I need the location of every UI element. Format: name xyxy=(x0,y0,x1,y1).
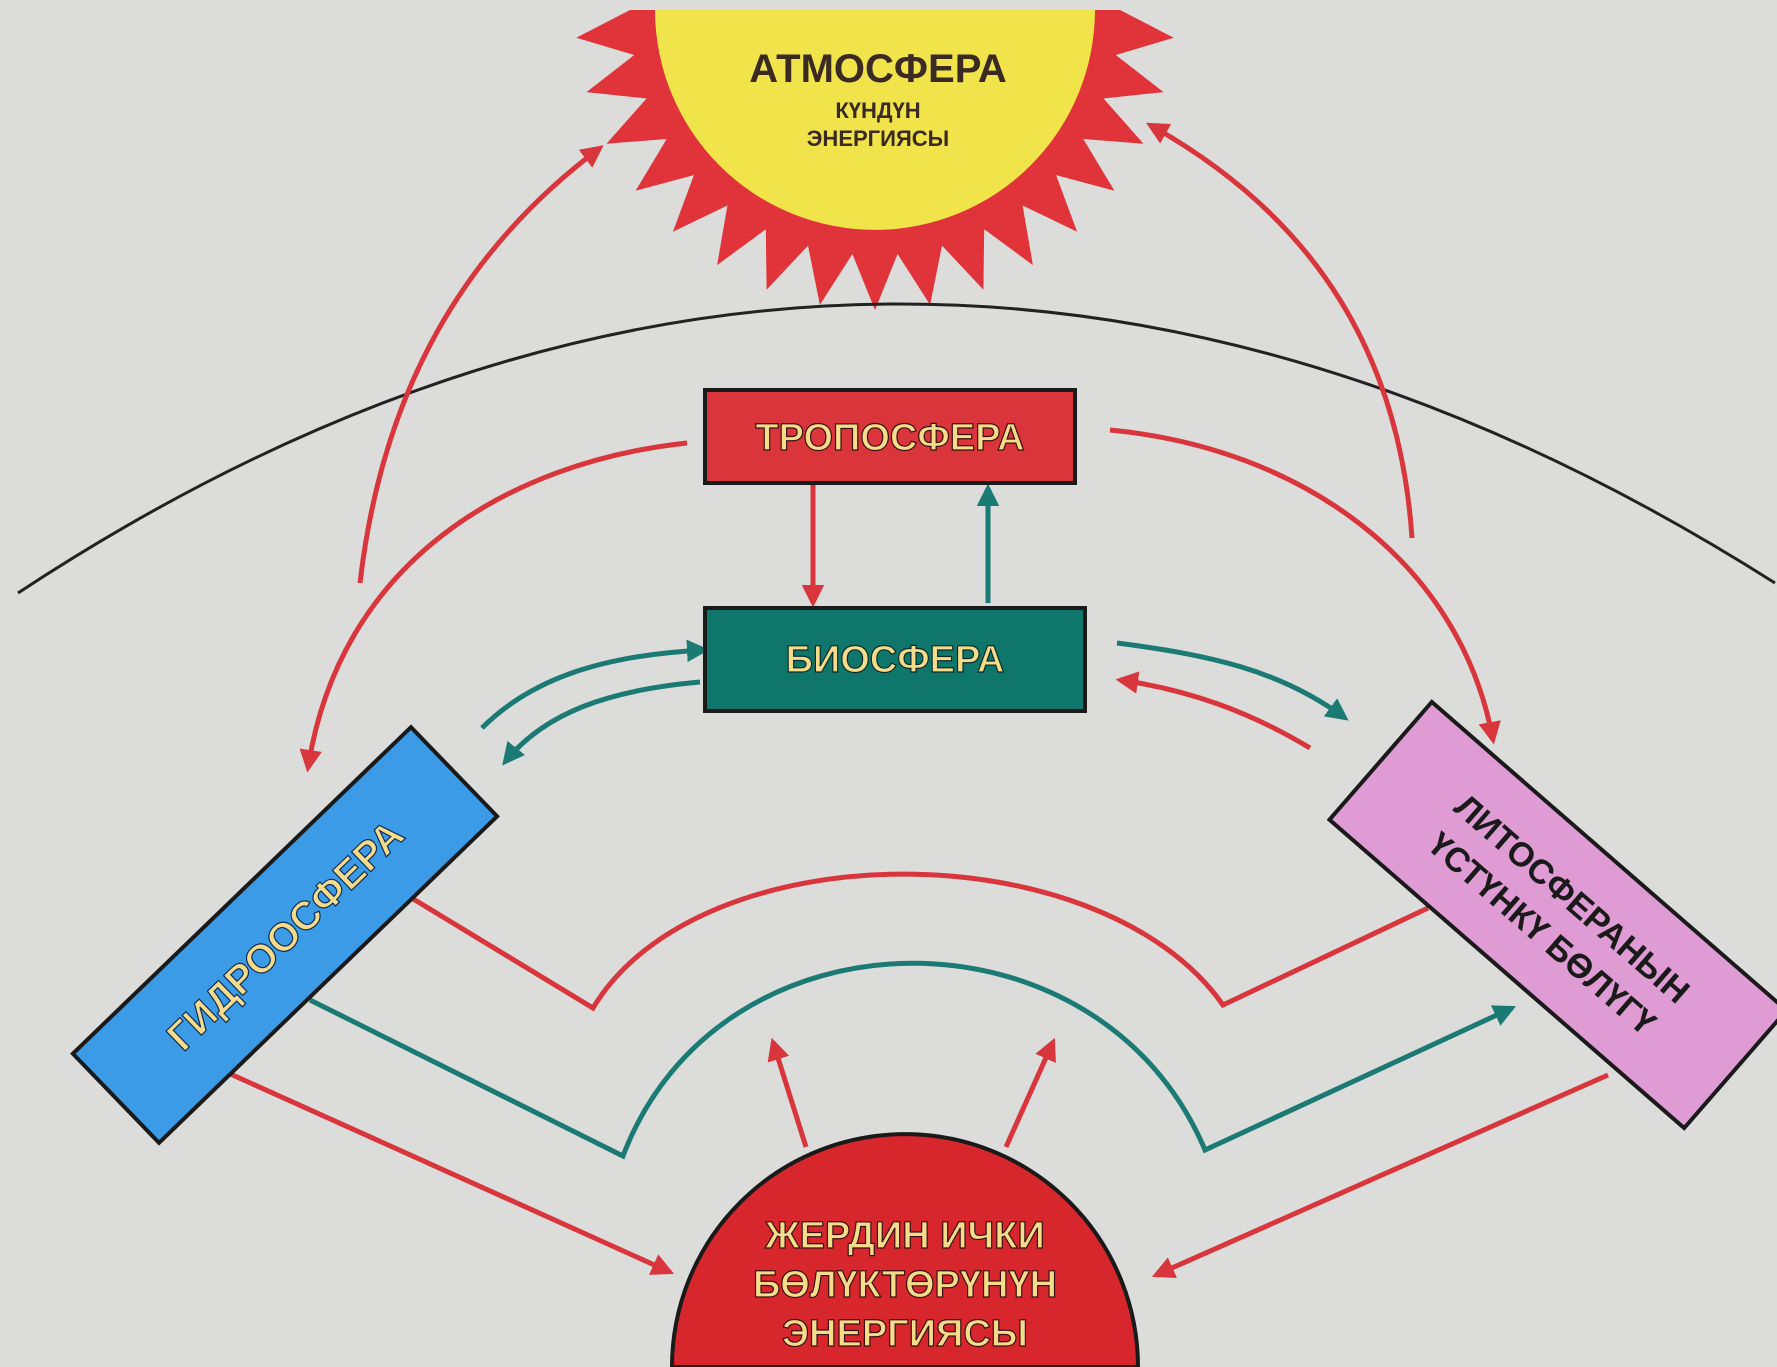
biosphere-box xyxy=(703,606,1087,713)
lithosphere-box xyxy=(1326,699,1777,1131)
troposphere-node: ТРОПОСФЕРА xyxy=(703,388,1077,485)
earth-core-label-line2: БӨЛҮКТӨРҮНҮН xyxy=(753,1264,1057,1306)
arrow-hydrosphere-to-core xyxy=(224,1069,675,1275)
earth-core-node: ЖЕРДИН ИЧКИ БӨЛҮКТӨРҮНҮН ЭНЕРГИЯСЫ xyxy=(669,1132,1141,1367)
arrow-biosphere-to-lithosphere xyxy=(1116,640,1349,721)
red-wave-connector xyxy=(408,871,1430,1012)
arrow-lithosphere-to-biosphere xyxy=(1115,671,1312,751)
sun-body xyxy=(655,10,1095,230)
teal-arrows xyxy=(308,483,1517,1160)
troposphere-box xyxy=(703,388,1077,485)
arrow-atmosphere-to-hydrosphere xyxy=(357,145,604,584)
troposphere-label: ТРОПОСФЕРА xyxy=(755,417,1024,459)
atmosphere-subtitle-1: КҮНДҮН xyxy=(835,98,920,123)
arrow-lithosphere-to-core xyxy=(1151,1072,1610,1279)
arrow-core-up-right xyxy=(1003,1037,1056,1149)
hydrosphere-node: ГИДРООСФЕРА xyxy=(70,724,500,1146)
arrow-biosphere-to-hydrosphere xyxy=(502,679,701,766)
arrow-core-up-left xyxy=(767,1037,809,1148)
sun-yellow-ring xyxy=(630,9,1120,255)
atmosphere-sun: АТМОСФЕРА КҮНДҮН ЭНЕРГИЯСЫ xyxy=(576,9,1174,310)
arrow-hydrosphere-to-biosphere xyxy=(480,639,710,730)
earth-core-label-line1: ЖЕРДИН ИЧКИ xyxy=(764,1215,1045,1257)
biosphere-node: БИОСФЕРА xyxy=(703,606,1087,713)
arrow-troposphere-to-lithosphere xyxy=(1109,427,1501,745)
red-arrows xyxy=(224,122,1610,1279)
biosphere-label: БИОСФЕРА xyxy=(786,639,1005,681)
atmosphere-boundary-line xyxy=(17,302,1776,595)
earth-core-body xyxy=(669,1132,1141,1367)
arrow-lithosphere-to-atmosphere xyxy=(1146,122,1415,539)
atmosphere-subtitle-2: ЭНЕРГИЯСЫ xyxy=(807,126,949,151)
hydrosphere-box xyxy=(70,724,500,1146)
atmosphere-title: АТМОСФЕРА xyxy=(749,47,1007,91)
arrow-hydrosphere-to-lithosphere xyxy=(308,960,1517,1160)
arrow-troposphere-to-hydrosphere xyxy=(299,440,688,773)
earth-core-label-line3: ЭНЕРГИЯСЫ xyxy=(782,1313,1028,1355)
